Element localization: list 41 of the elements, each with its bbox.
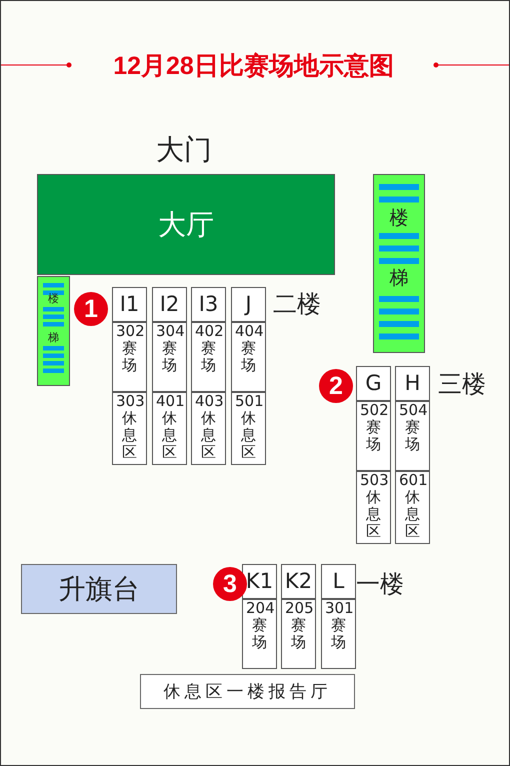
hall-block: 大厅 [37, 174, 335, 275]
staircase [373, 174, 425, 353]
hall-room: 休息区一楼报告厅 [140, 674, 355, 709]
stair-label: 楼 [47, 291, 60, 306]
room-code-cell: K2 [281, 564, 316, 599]
floor-label: 三楼 [438, 369, 486, 400]
rest-area-cell: 501休息区 [231, 392, 266, 465]
room-code-cell: I1 [112, 287, 147, 322]
room-code-cell: G [356, 366, 391, 401]
venue-cell: 402赛场 [191, 322, 226, 392]
title: 12月28日比赛场地示意图 [112, 51, 395, 82]
stair-label: 梯 [388, 267, 410, 290]
room-code-cell: H [395, 366, 430, 401]
room-code-cell: J [231, 287, 266, 322]
venue-cell: 301赛场 [321, 599, 356, 669]
callout-number: 2 [319, 369, 353, 403]
room-code-cell: I2 [152, 287, 187, 322]
room-code-cell: K1 [242, 564, 277, 599]
flag-platform: 升旗台 [21, 564, 177, 614]
room-code-cell: I3 [191, 287, 226, 322]
gate-label: 大门 [156, 132, 212, 168]
stair-label: 楼 [388, 207, 410, 230]
venue-cell: 205赛场 [281, 599, 316, 669]
stair-label: 梯 [47, 330, 60, 345]
venue-cell: 302赛场 [112, 322, 147, 392]
venue-cell: 404赛场 [231, 322, 266, 392]
venue-cell: 502赛场 [356, 401, 391, 471]
staircase [37, 276, 70, 386]
room-code-cell: L [321, 564, 356, 599]
venue-cell: 304赛场 [152, 322, 187, 392]
callout-number: 3 [213, 567, 247, 601]
rest-area-cell: 401休息区 [152, 392, 187, 465]
rest-area-cell: 303休息区 [112, 392, 147, 465]
venue-cell: 504赛场 [395, 401, 430, 471]
floor-label: 一楼 [356, 569, 404, 600]
rest-area-cell: 601休息区 [395, 471, 430, 544]
callout-number: 1 [74, 292, 108, 326]
venue-cell: 204赛场 [242, 599, 277, 669]
floor-label: 二楼 [273, 289, 321, 320]
rest-area-cell: 503休息区 [356, 471, 391, 544]
rest-area-cell: 403休息区 [191, 392, 226, 465]
